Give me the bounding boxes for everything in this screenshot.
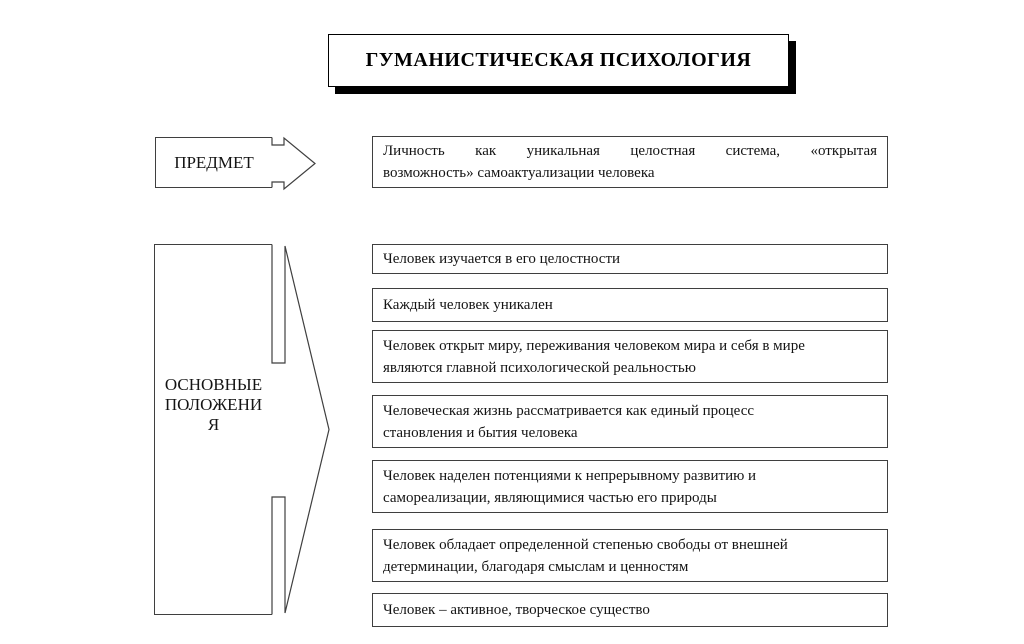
page-title: ГУМАНИСТИЧЕСКАЯ ПСИХОЛОГИЯ [365,49,752,71]
principle-item-box: Человек открыт миру, переживания человек… [372,330,888,383]
principles-label: ОСНОВНЫЕ ПОЛОЖЕНИ Я [164,375,263,434]
principles-label-box: ОСНОВНЫЕ ПОЛОЖЕНИ Я [154,244,272,615]
principle-item-box: Каждый человек уникален [372,288,888,322]
principle-item-box: Человек наделен потенциями к непрерывном… [372,460,888,513]
predmet-definition-line-1: Личность как уникальная целостная систем… [383,143,877,159]
predmet-label-box: ПРЕДМЕТ [155,137,272,188]
principle-item-box: Человек – активное, творческое существо [372,593,888,627]
principle-item-box: Человеческая жизнь рассматривается как е… [372,395,888,448]
predmet-label: ПРЕДМЕТ [174,152,254,172]
principles-arrow-shape [271,244,330,615]
title-box: ГУМАНИСТИЧЕСКАЯ ПСИХОЛОГИЯ [328,34,789,87]
predmet-definition-box: Личность как уникальная целостная систем… [372,136,888,188]
principle-item-box: Человек обладает определенной степенью с… [372,529,888,582]
predmet-definition-line-2: возможность» самоактуализации человека [383,165,655,181]
principle-item-box: Человек изучается в его целостности [372,244,888,274]
predmet-arrow-shape [271,136,316,191]
